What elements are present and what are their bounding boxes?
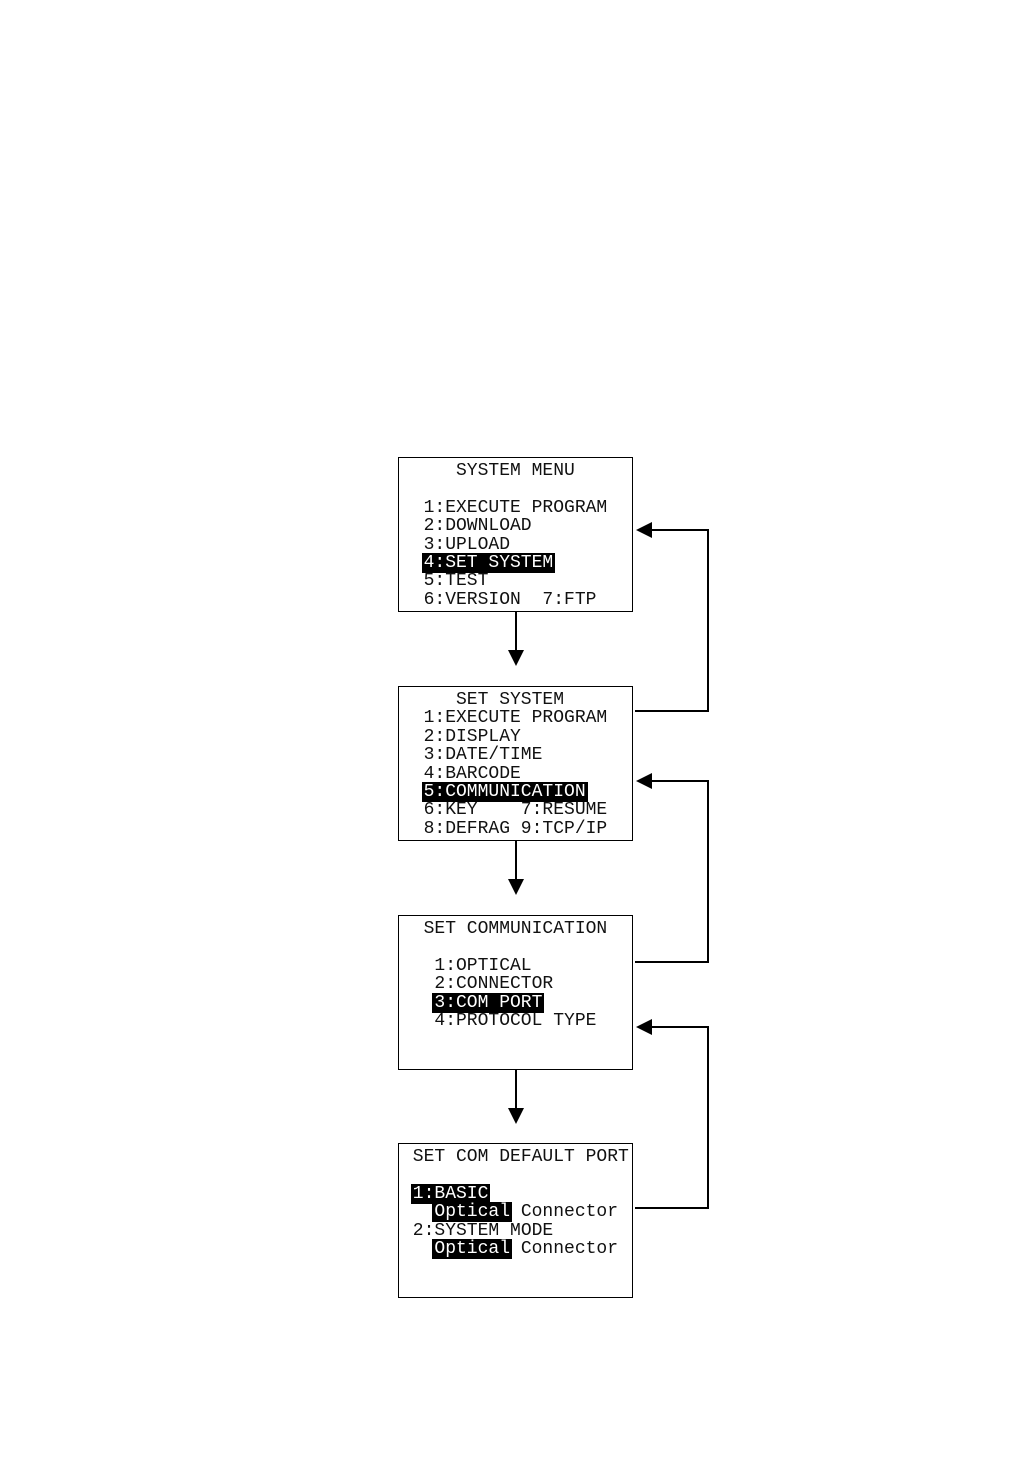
menu-item[interactable]: 2:DOWNLOAD [424,517,532,535]
option-text: 6:KEY 7:RESUME [423,800,608,821]
menu-item[interactable]: 8:DEFRAG 9:TCP/IP [424,820,608,838]
selected-option: 5:COMMUNICATION [421,782,588,802]
menu-item[interactable]: 2:DISPLAY [424,728,521,746]
arrowhead-down [508,1108,524,1124]
screen-title: SET COM DEFAULT PORT [413,1148,629,1166]
menu-item[interactable]: 2:SYSTEM MODE [412,1220,554,1241]
option-text: 8:DEFRAG 9:TCP/IP [423,818,608,839]
menu-item[interactable]: 4:PROTOCOL TYPE [434,1012,596,1030]
screen-title: SYSTEM MENU [456,462,575,480]
menu-item[interactable]: 5:COMMUNICATION [421,782,588,802]
arrowhead-left [636,522,652,538]
option-text: 2:DOWNLOAD [423,516,532,537]
option-text: SET COMMUNICATION [423,919,608,939]
menu-item[interactable]: 1:OPTICAL [434,957,531,975]
option-text: 1:OPTICAL [434,955,532,976]
option-text: 2:SYSTEM MODE [412,1220,554,1241]
return-arrow-line [635,1026,709,1209]
arrowhead-left [636,773,652,789]
option-text: Connector [510,1239,619,1259]
option-text: 2:CONNECTOR [434,974,554,995]
option-text: 1:EXECUTE PROGRAM [423,497,608,518]
option-text: 1:EXECUTE PROGRAM [423,708,608,729]
selected-option: 3:COM PORT [432,992,545,1013]
selected-option: 4:SET SYSTEM [421,553,556,573]
option-text: 4:PROTOCOL TYPE [434,1011,597,1031]
option-text: SET COM DEFAULT PORT [412,1147,629,1167]
option-text: SYSTEM MENU [456,461,575,481]
menu-item[interactable]: 6:KEY 7:RESUME [424,801,608,819]
menu-item[interactable]: 1:EXECUTE PROGRAM [424,709,608,727]
menu-item[interactable]: 1:EXECUTE PROGRAM [424,499,608,517]
option-text: SET SYSTEM [456,690,565,710]
option-text: 4:BARCODE [423,763,521,784]
option-text: 2:DISPLAY [423,726,521,747]
option-text: 3:UPLOAD [423,534,511,555]
menu-item[interactable]: 4:SET SYSTEM [421,553,556,573]
menu-item[interactable]: 1:BASIC [410,1183,491,1204]
arrowhead-left [636,1019,652,1035]
arrowhead-down [508,879,524,895]
arrowhead-down [508,650,524,666]
menu-item[interactable]: 3:COM PORT [432,992,545,1013]
menu-item[interactable]: 4:BARCODE [423,763,521,784]
return-arrow-line [635,780,709,963]
option-text: 3:DATE/TIME [423,745,543,766]
option-text: 5:TEST [423,571,489,592]
selected-option: 1:BASIC [410,1183,491,1204]
menu-item[interactable]: 3:UPLOAD [423,534,511,555]
option-text: Connector [510,1202,619,1223]
menu-item[interactable]: 3:DATE/TIME [424,746,543,764]
menu-item[interactable]: Optical Connector [432,1202,619,1223]
selected-option: Optical [432,1239,513,1259]
menu-item[interactable]: 2:CONNECTOR [434,975,553,993]
menu-item[interactable]: 5:TEST [424,572,489,590]
screen-title: SET SYSTEM [456,691,564,709]
menu-item[interactable]: 6:VERSION 7:FTP [424,591,597,609]
screen-title: SET COMMUNICATION [424,920,608,938]
option-text: 6:VERSION 7:FTP [423,589,597,610]
return-arrow-line [635,529,709,712]
selected-option: Optical [432,1202,513,1223]
menu-item[interactable]: Optical Connector [432,1239,619,1259]
